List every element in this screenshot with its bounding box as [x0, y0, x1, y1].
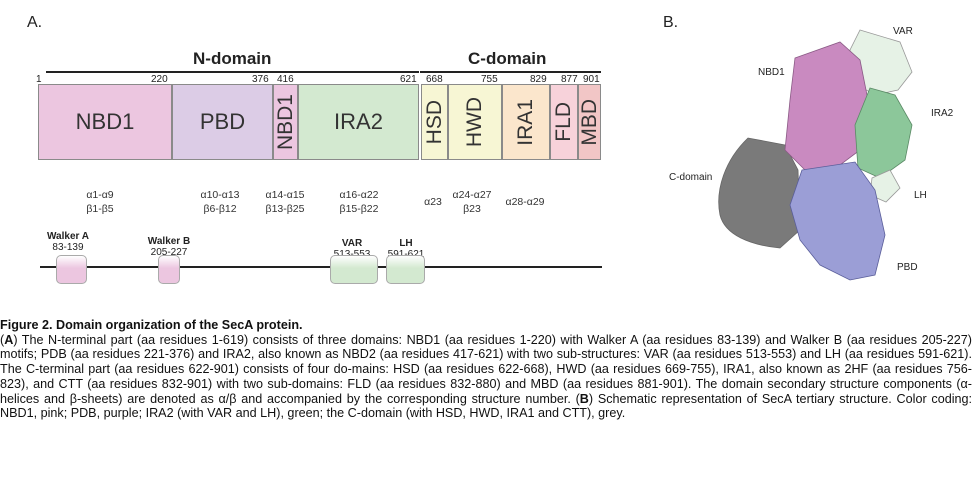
domain-box-nbd1: NBD1 [38, 84, 172, 160]
domain-label: PBD [199, 109, 246, 134]
domain-box-ira2: IRA2 [298, 84, 419, 160]
motif-var [330, 255, 378, 284]
domain-box-ira1: IRA1 [502, 84, 550, 160]
residue-number: 877 [561, 74, 578, 85]
residue-number: 755 [481, 74, 498, 85]
n-domain-bracket-line [46, 71, 419, 73]
motif-walker-b [158, 255, 180, 284]
panel-a-label: A. [27, 14, 43, 31]
structure-label-pbd: PBD [897, 262, 918, 273]
caption-text-b: ) Schematic representation of SecA terti… [0, 391, 973, 421]
caption-panel-a-mark: A [4, 332, 14, 347]
secA-tertiary-structure-diagram [718, 29, 913, 281]
caption-title: Figure 2. Domain organization of the Sec… [0, 318, 303, 332]
sequence-baseline [40, 266, 602, 268]
domain-label: HSD [422, 99, 446, 145]
ira2-shape [854, 87, 913, 179]
motif-walker-a [56, 255, 87, 284]
structure-label-var: VAR [893, 26, 913, 37]
figure-caption: Figure 2. Domain organization of the Sec… [0, 318, 972, 421]
residue-number: 220 [151, 74, 168, 85]
nbd1-shape [784, 41, 869, 171]
residue-number: 416 [277, 74, 294, 85]
structure-label-lh: LH [914, 190, 927, 201]
residue-number: 901 [583, 74, 600, 85]
structure-label-nbd1: NBD1 [758, 67, 785, 78]
c-domain-label: C-domain [468, 49, 547, 68]
structure-label-c-domain: C-domain [669, 172, 713, 183]
residue-number: 621 [400, 74, 417, 85]
domain-label: IRA2 [334, 109, 383, 134]
domain-box-pbd: PBD [172, 84, 273, 160]
domain-label: MBD [577, 98, 601, 146]
domain-label: HWD [463, 96, 486, 148]
residue-number: 829 [530, 74, 547, 85]
motif-label-var: VAR513-553 [334, 238, 371, 260]
domain-label: NBD1 [273, 93, 297, 151]
domain-label: NBD1 [75, 109, 135, 134]
c-domain-bracket-line [420, 71, 601, 73]
motif-lh [386, 255, 425, 284]
secondary-structure-label: α28-α29 [505, 196, 545, 208]
domain-box-hwd: HWD [448, 84, 502, 160]
caption-text-a: ) The N-terminal part (aa residues 1-619… [0, 332, 972, 406]
motif-label-lh: LH591-621 [388, 238, 425, 260]
secondary-structure-label: α23 [424, 196, 442, 208]
domain-label: FLD [552, 102, 575, 142]
structure-label-ira2: IRA2 [931, 108, 954, 119]
caption-body: (A) The N-terminal part (aa residues 1-6… [0, 332, 973, 421]
domain-label: IRA1 [514, 98, 537, 146]
c-domain-shape [718, 137, 801, 249]
pbd-shape [789, 161, 886, 281]
domain-box-nbd1-second: NBD1 [273, 84, 298, 160]
domain-box-fld: FLD [550, 84, 578, 160]
residue-number: 1 [36, 74, 42, 85]
n-domain-label: N-domain [193, 49, 272, 68]
domain-box-mbd: MBD [578, 84, 601, 160]
caption-panel-b-mark: B [579, 391, 589, 406]
residue-number: 668 [426, 74, 443, 85]
panel-b-label: B. [663, 14, 679, 31]
residue-number: 376 [252, 74, 269, 85]
domain-box-hsd: HSD [421, 84, 448, 160]
